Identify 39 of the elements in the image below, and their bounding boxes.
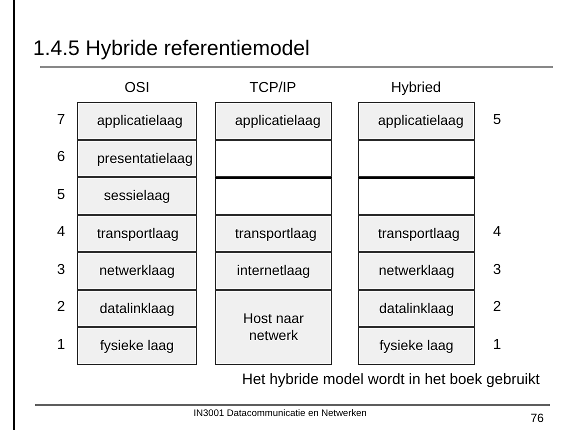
layer-box: transportlaag [358, 214, 475, 252]
layer-number: 7 [57, 112, 66, 128]
layer-box: fysieke laag [358, 327, 475, 364]
layer-number: 2 [57, 299, 66, 316]
empty-layer-box [358, 177, 475, 214]
caption: Het hybride model wordt in het boek gebruikt [242, 371, 540, 388]
empty-layer-box [215, 177, 332, 214]
layer-box: applicatielaag [358, 102, 475, 140]
layer-box: datalinklaag [358, 290, 475, 327]
layer-box: Host naar netwerk [215, 290, 332, 364]
layer-number: 3 [57, 262, 66, 278]
layer-box: datalinklaag [77, 290, 197, 327]
layer-number: 1 [493, 336, 502, 353]
layer-number: 6 [57, 149, 66, 166]
layer-number: 5 [493, 112, 502, 128]
layer-number: 4 [57, 224, 66, 240]
column-heading: TCP/IP [250, 80, 296, 96]
layer-box: fysieke laag [77, 327, 197, 364]
layer-number: 5 [57, 186, 66, 203]
footer-text: IN3001 Datacommunicatie en Netwerken [194, 408, 367, 419]
layer-number: 1 [57, 336, 66, 353]
empty-layer-box [358, 140, 475, 177]
layer-box: internetlaag [215, 252, 332, 290]
layer-box: applicatielaag [215, 102, 332, 140]
layer-box: transportlaag [215, 214, 332, 252]
column-heading: Hybried [391, 80, 441, 96]
layer-number: 2 [493, 299, 502, 316]
layer-box: presentatielaag [77, 140, 197, 177]
layer-box: netwerklaag [77, 252, 197, 290]
empty-layer-box [215, 140, 332, 177]
column-heading: OSI [124, 80, 150, 96]
layer-box: applicatielaag [77, 102, 197, 140]
slide-title: 1.4.5 Hybride referentiemodel [33, 37, 310, 61]
page-number: 76 [530, 411, 544, 425]
layer-box: netwerklaag [358, 252, 475, 290]
layer-number: 3 [493, 262, 502, 278]
layer-box: transportlaag [77, 214, 197, 252]
layer-number: 4 [493, 224, 502, 240]
layer-box: sessielaag [77, 177, 197, 214]
